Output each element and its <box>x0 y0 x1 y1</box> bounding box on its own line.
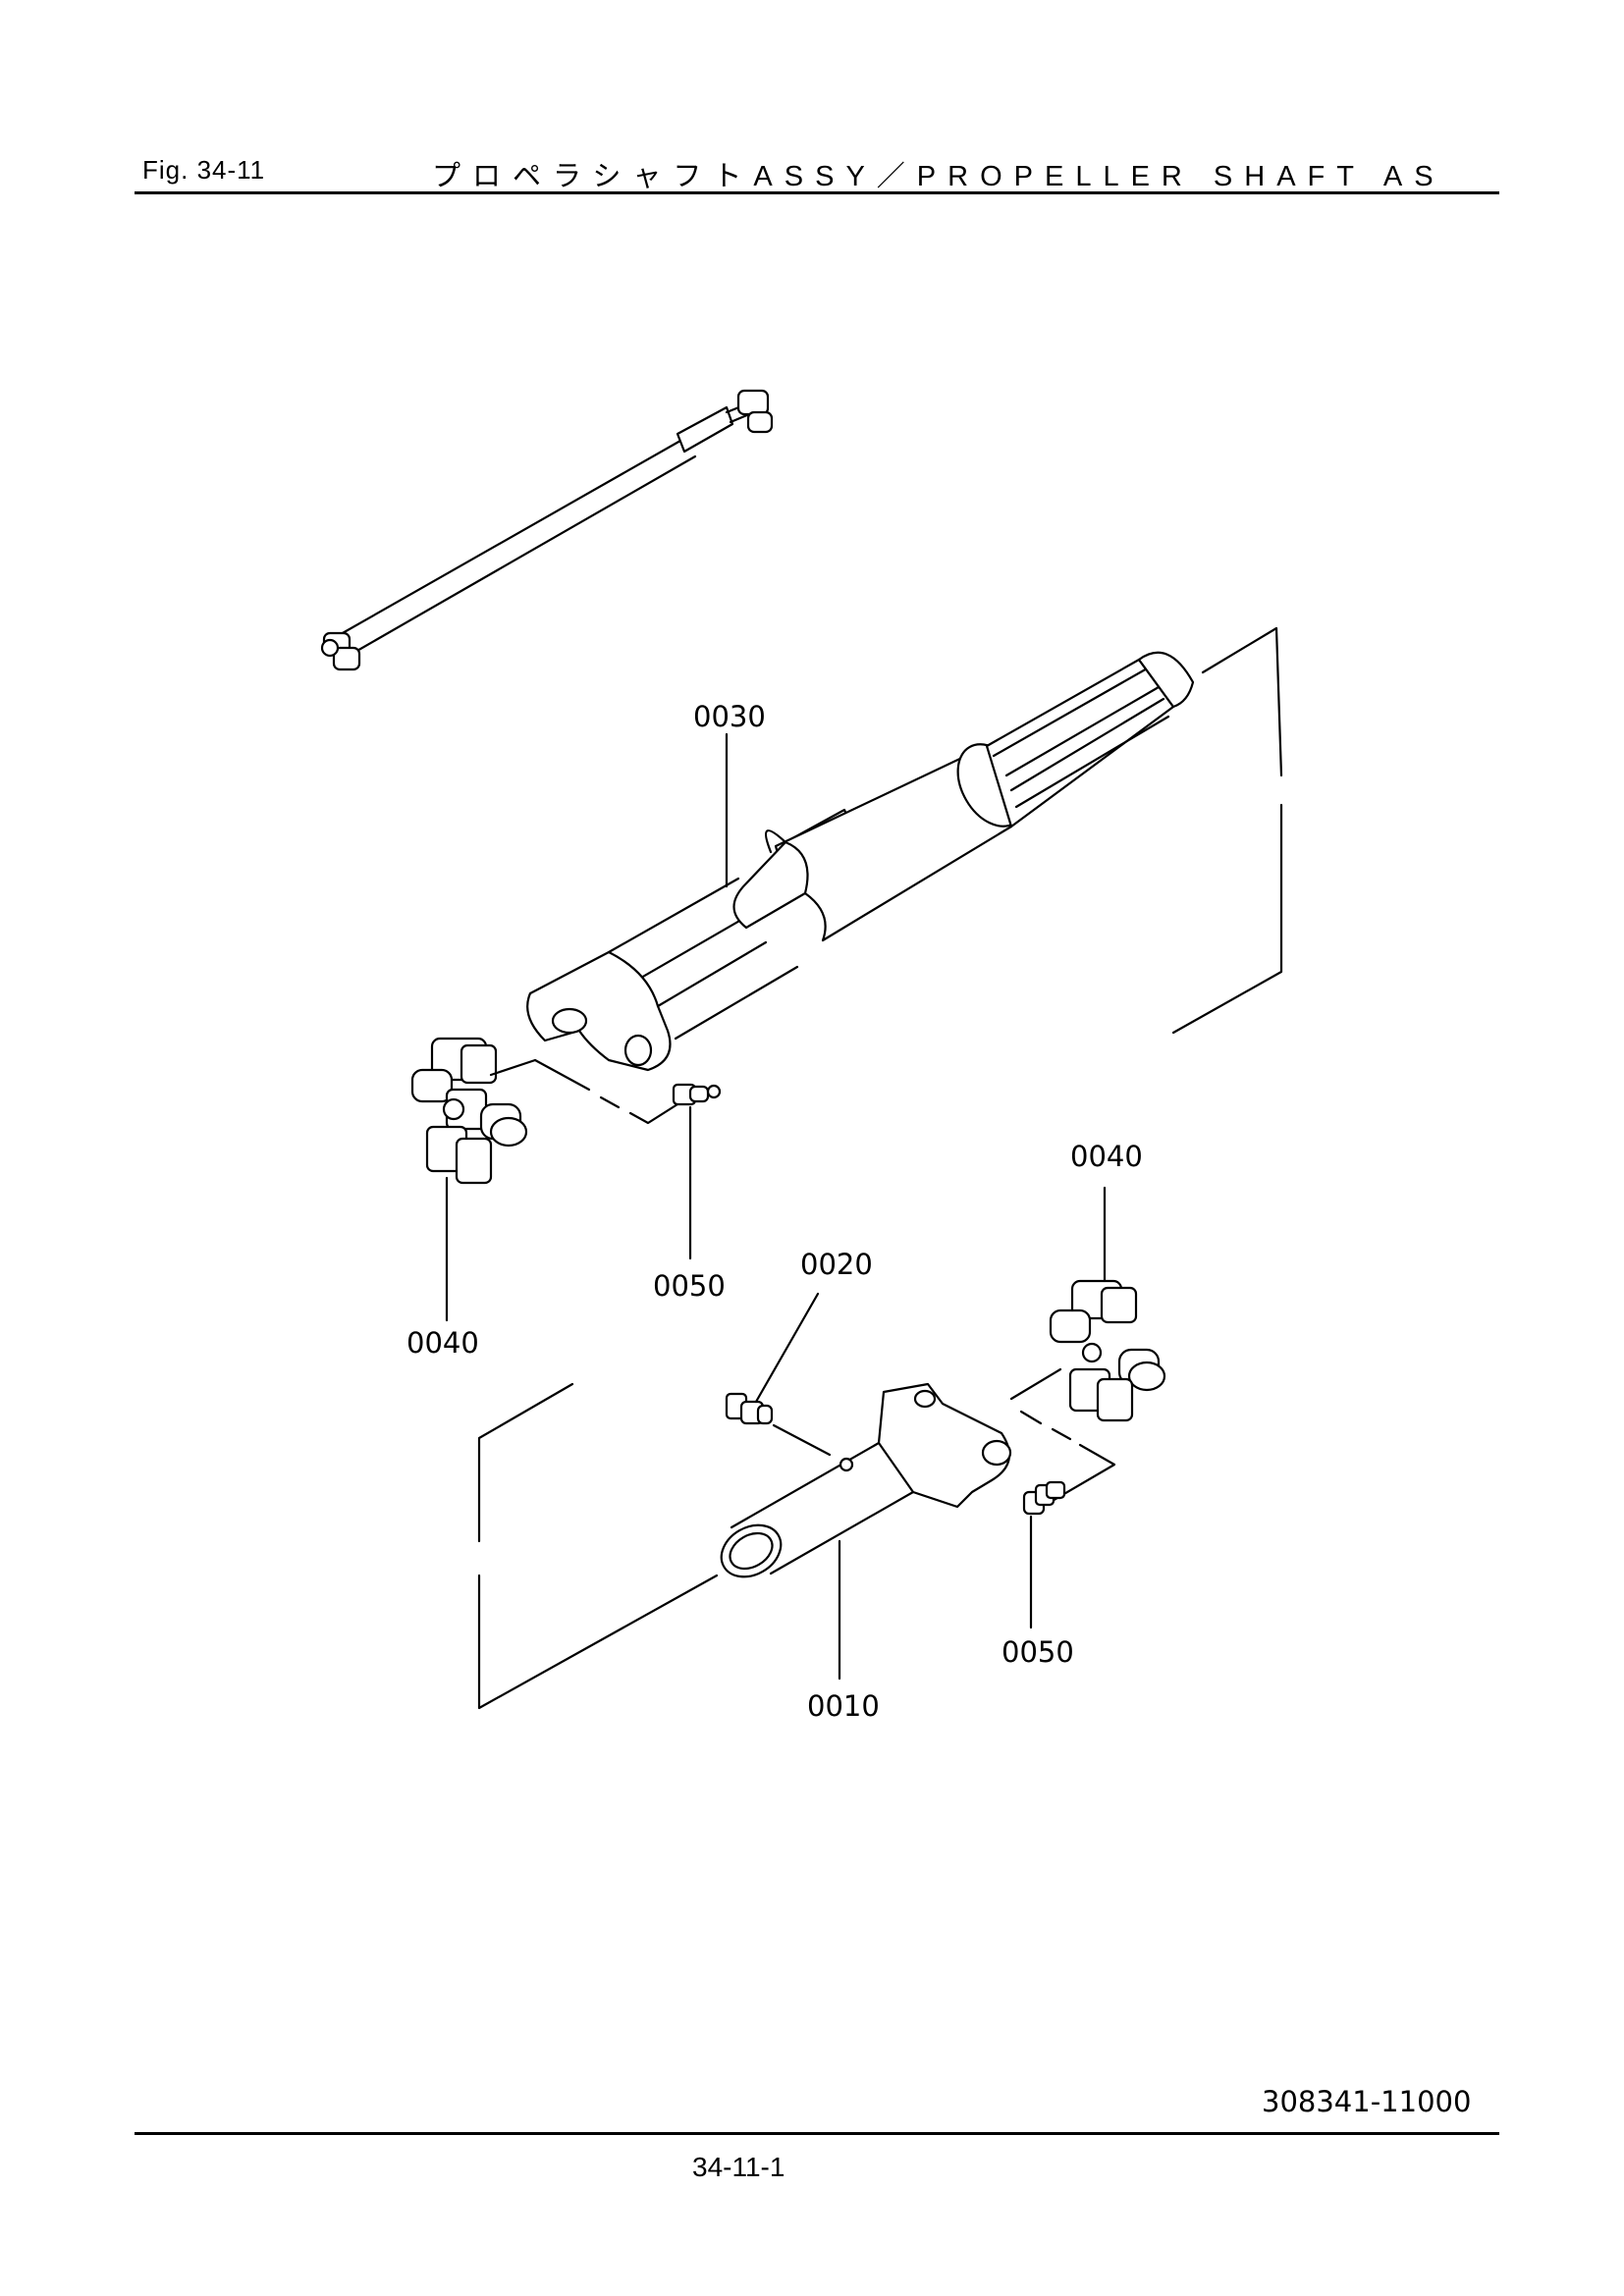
leader-dash-2 <box>628 1102 679 1125</box>
propeller-shaft-overview <box>320 389 774 671</box>
leader-dash-1 <box>599 1095 621 1109</box>
break-bracket-top-b <box>1171 803 1283 1035</box>
part-0050-grease-nipple-left <box>672 1083 722 1106</box>
drawing-number: 308341-11000 <box>1262 2085 1472 2118</box>
leader-right-3 <box>1051 1427 1072 1441</box>
part-0040-universal-joint-right <box>1049 1279 1166 1422</box>
callout-0050-right: 0050 <box>1001 1635 1074 1669</box>
page-number: 34-11-1 <box>692 2152 785 2182</box>
break-bracket-top-a <box>1201 626 1283 777</box>
page-title: プロペラシャフトASSY／PROPELLER SHAFT AS <box>432 161 1445 192</box>
footer-rule <box>135 2132 1499 2135</box>
part-0010-slip-yoke <box>720 1382 1012 1578</box>
part-0040-universal-joint-left <box>410 1037 537 1185</box>
break-bracket-bottom-a <box>477 1382 574 1543</box>
callout-0030: 0030 <box>693 700 766 733</box>
part-0020-grease-nipple <box>725 1392 832 1457</box>
header-rule <box>135 191 1499 194</box>
leader-0020 <box>754 1292 820 1404</box>
leader-right-4 <box>1049 1443 1116 1504</box>
leader-right-1 <box>1009 1367 1062 1401</box>
leader-joint-to-yoke <box>533 1058 591 1092</box>
part-0050-grease-nipple-right <box>1022 1480 1066 1516</box>
part-0030-shaft <box>526 651 1195 1072</box>
leader-right-2 <box>1019 1410 1043 1425</box>
callout-0040-left: 0040 <box>406 1326 479 1360</box>
callout-0020: 0020 <box>800 1248 873 1281</box>
callout-0040-right: 0040 <box>1070 1140 1143 1173</box>
callout-0050-left: 0050 <box>653 1269 726 1303</box>
break-bracket-bottom-b <box>477 1574 719 1710</box>
figure-label: Fig. 34-11 <box>142 155 266 185</box>
callout-0010: 0010 <box>807 1689 880 1723</box>
